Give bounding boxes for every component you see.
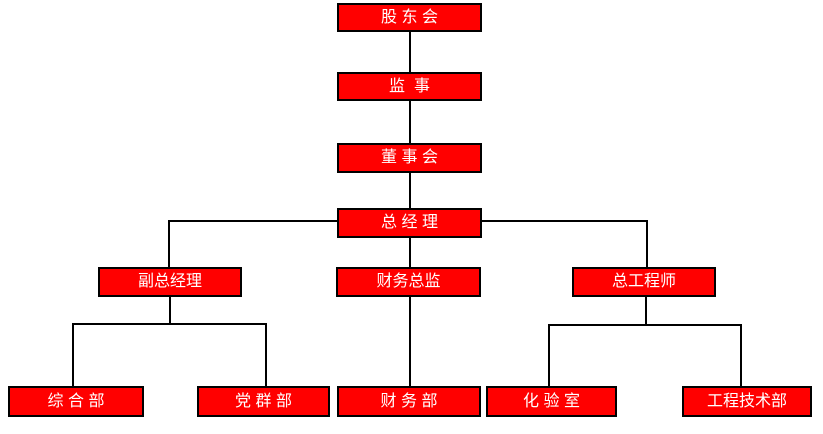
- connector-engineer-children-horizontal: [548, 324, 742, 326]
- org-node-finance-dept: 财 务 部: [337, 386, 481, 417]
- connector-chief-engineer-drop: [645, 296, 647, 326]
- connector-gm-deputy-vertical: [168, 220, 170, 268]
- org-node-chief-engineer: 总工程师: [572, 267, 716, 297]
- org-node-laboratory: 化 验 室: [486, 386, 617, 417]
- connector-deputy-drop: [169, 296, 171, 325]
- connector-supervisor-board: [409, 100, 411, 144]
- org-node-finance-director: 财务总监: [336, 267, 481, 297]
- connector-engineering-tech-drop: [740, 324, 742, 387]
- connector-gm-finance-director: [409, 237, 411, 268]
- org-node-board: 董 事 会: [337, 143, 482, 173]
- org-node-supervisor: 监 事: [337, 72, 482, 101]
- org-node-general-affairs-dept: 综 合 部: [8, 386, 144, 417]
- connector-party-masses-drop: [265, 323, 267, 387]
- connector-gm-chief-engineer-horizontal: [479, 220, 648, 222]
- connector-deputy-children-horizontal: [72, 323, 267, 325]
- org-node-party-masses-dept: 党 群 部: [197, 386, 330, 417]
- connector-gm-chief-engineer-vertical: [646, 220, 648, 268]
- connector-shareholders-supervisor: [409, 31, 411, 73]
- connector-laboratory-drop: [548, 324, 550, 387]
- org-node-engineering-tech-dept: 工程技术部: [682, 386, 812, 417]
- connector-finance-director-finance-dept: [409, 296, 411, 387]
- connector-general-affairs-drop: [72, 323, 74, 387]
- org-node-general-manager: 总 经 理: [337, 208, 482, 238]
- connector-board-general-manager: [409, 172, 411, 209]
- org-node-shareholders: 股 东 会: [337, 3, 482, 32]
- org-node-deputy-general-manager: 副总经理: [98, 267, 242, 297]
- connector-gm-deputy-horizontal: [168, 220, 339, 222]
